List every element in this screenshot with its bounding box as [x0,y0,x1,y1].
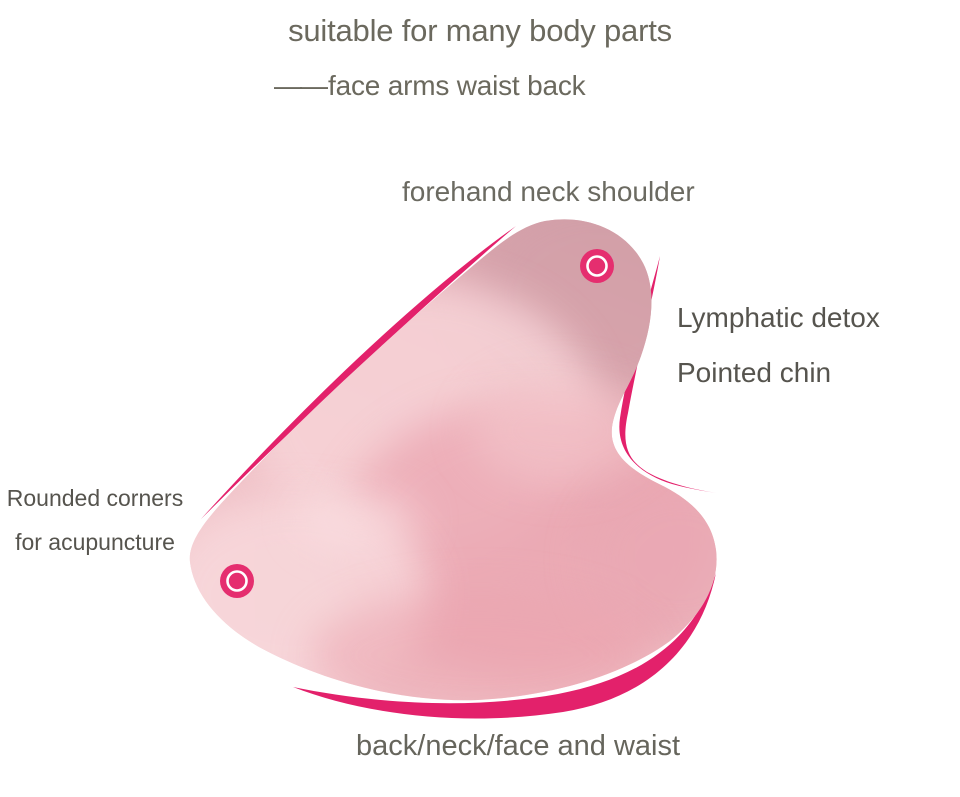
annotation-lymphatic-detox: Lymphatic detox [677,302,880,333]
accent-swoosh-bottom [293,573,716,719]
rounded-corners-line2: for acupuncture [15,529,175,555]
subtitle-text: face arms waist back [328,70,586,101]
headline-title: suitable for many body parts [288,13,672,48]
annotation-back-neck-face-waist: back/neck/face and waist [356,730,681,762]
rounded-corners-line1: Rounded corners [6,485,184,511]
acupoint-marker-bottom-left [220,564,254,598]
subtitle-dash: —— [274,70,328,101]
headline-subtitle: ——face arms waist back [274,69,586,103]
acupoint-marker-top-right [580,249,614,283]
annotation-forehand-neck-shoulder: forehand neck shoulder [402,176,695,207]
annotation-pointed-chin: Pointed chin [677,357,832,388]
annotation-rounded-corners: Rounded corners for acupuncture [0,476,190,564]
